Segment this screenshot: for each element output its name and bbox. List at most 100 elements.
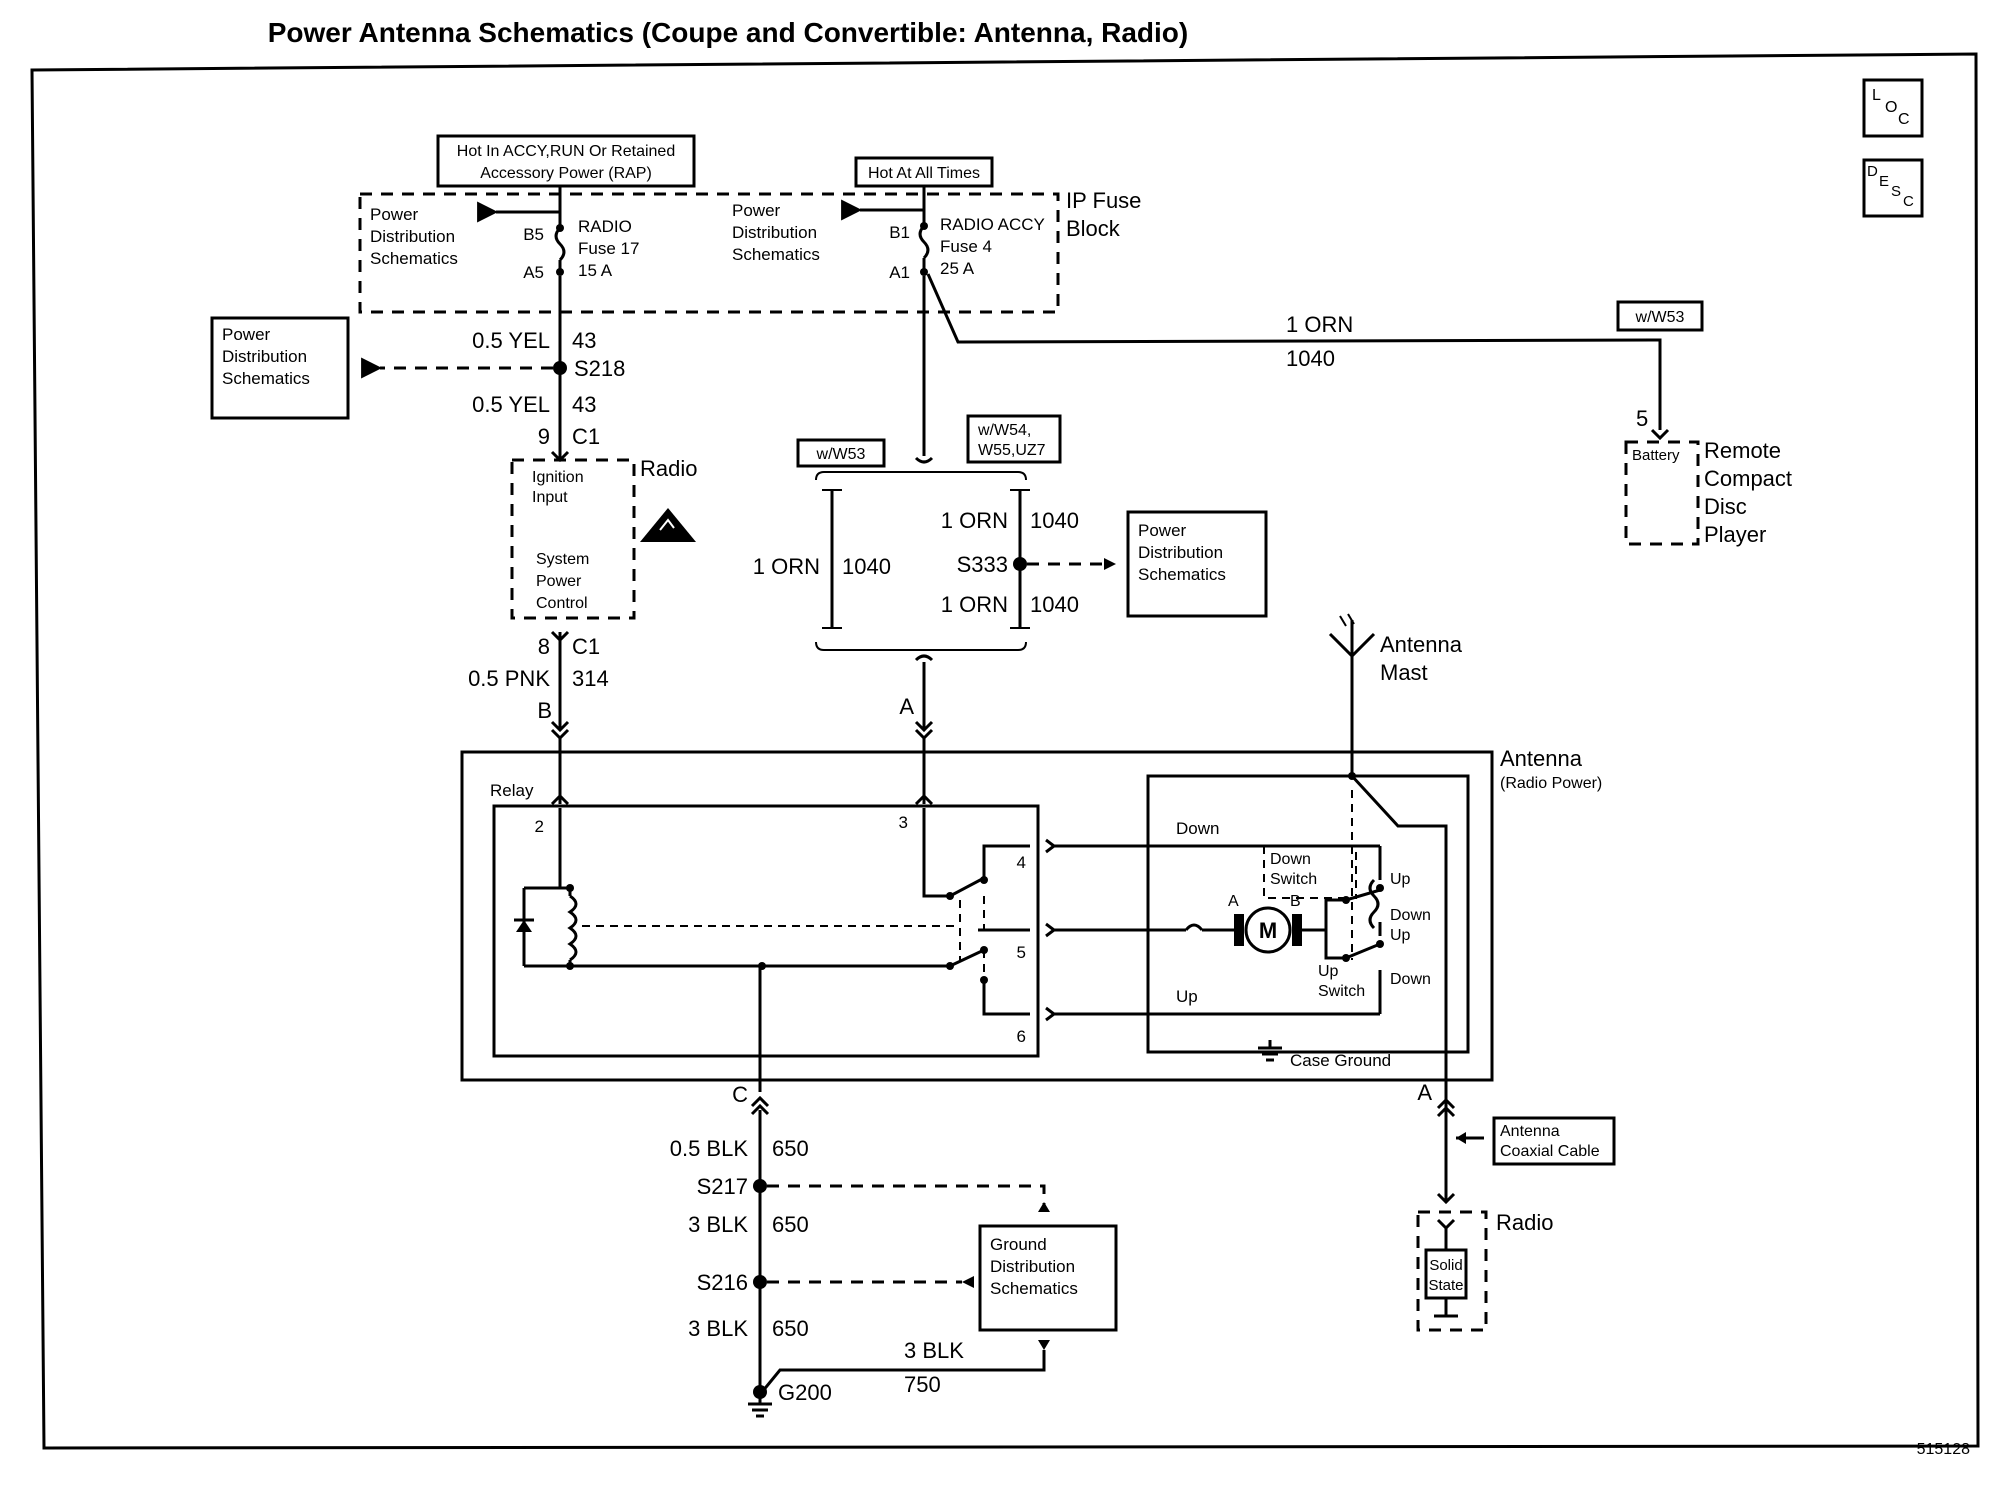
ground-g200-icon: [748, 1392, 772, 1418]
w53-option-box-2: [796, 438, 886, 468]
radio-spc-3: Control: [536, 595, 588, 612]
pds-label-1a: Power: [370, 205, 419, 224]
down-switch-label: Down: [1270, 851, 1311, 868]
gds-label-3: Schematics: [990, 1279, 1078, 1298]
case-ground-icon: [1258, 1040, 1282, 1062]
svg-text:L: L: [1872, 87, 1881, 104]
coax-label-2: Coaxial Cable: [1500, 1143, 1600, 1160]
coax-box: [1492, 1116, 1616, 1166]
yel1-size: 0.5 YEL: [472, 328, 550, 353]
esd-warning-icon: [640, 508, 696, 542]
yel2-circuit: 43: [572, 392, 596, 417]
fuse4-number: Fuse 4: [940, 237, 992, 256]
pds-label-2c: Schematics: [732, 245, 820, 264]
wire-orn-top-circuit: 1040: [1286, 346, 1335, 371]
pds-label-1b: Distribution: [370, 227, 455, 246]
yel2-size: 0.5 YEL: [472, 392, 550, 417]
pds-label-2a: Power: [732, 201, 781, 220]
hot-all-box: [854, 156, 994, 188]
relay-coil: [522, 808, 770, 970]
orn-r1-size: 1 ORN: [941, 508, 1008, 533]
w53-option-label-1: w/W53: [1635, 309, 1685, 326]
blk4-circuit: 750: [904, 1372, 941, 1397]
sw-label-up-1: Up: [1390, 871, 1411, 888]
motor-box: [1146, 774, 1470, 1054]
relay-pin-5: 5: [1017, 943, 1026, 962]
figure-id: 515128: [1917, 1441, 1970, 1458]
hot-accy-label-2: Accessory Power (RAP): [480, 165, 652, 182]
yel1-circuit: 43: [572, 328, 596, 353]
desc-icon[interactable]: D E S C: [1862, 158, 1924, 218]
ip-fuse-block-box: [358, 192, 1060, 314]
orn-left-size: 1 ORN: [753, 554, 820, 579]
down-switch-label-2: Switch: [1270, 871, 1317, 888]
cd-player-battery: Battery: [1632, 447, 1680, 464]
orn-r1-circuit: 1040: [1030, 508, 1079, 533]
c1-top-conn: C1: [572, 424, 600, 449]
pds-box-left: [210, 316, 350, 420]
svg-text:M: M: [1259, 918, 1277, 943]
c1-bot-conn: C1: [572, 634, 600, 659]
antenna-mast-label-2: Mast: [1380, 660, 1428, 685]
fuse17-name: RADIO: [578, 217, 632, 236]
orn-left-circuit: 1040: [842, 554, 891, 579]
motor-down-label: Down: [1176, 819, 1219, 838]
splice-s217: [753, 1179, 767, 1193]
orn-r2-circuit: 1040: [1030, 592, 1079, 617]
conn-b: B: [537, 698, 552, 723]
sw-label-up-2: Up: [1390, 927, 1411, 944]
down-switch-box: [1263, 845, 1357, 899]
w54-option-box: [966, 414, 1062, 464]
antenna-mast-icon: [1328, 613, 1376, 659]
gds-label-2: Distribution: [990, 1257, 1075, 1276]
wire-orn-top-size: 1 ORN: [1286, 312, 1353, 337]
splice-s216: [753, 1275, 767, 1289]
hot-accy-label: Hot In ACCY,RUN Or Retained: [457, 143, 675, 160]
radio2-box: [1416, 1210, 1488, 1332]
w53-option-box-1: [1616, 300, 1704, 332]
relay-pin-2: 2: [535, 817, 544, 836]
pds-box-left-2: Distribution: [222, 347, 307, 366]
pds-label-2b: Distribution: [732, 223, 817, 242]
ip-fuse-block-label-2: Block: [1066, 216, 1121, 241]
up-switch-label-2: Switch: [1318, 983, 1365, 1000]
antenna-label-2: (Radio Power): [1500, 775, 1602, 792]
pds-label-1c: Schematics: [370, 249, 458, 268]
ip-fuse-block-label: IP Fuse: [1066, 188, 1141, 213]
loc-icon[interactable]: L O C: [1862, 78, 1924, 138]
fuse4-rating: 25 A: [940, 259, 975, 278]
radio-ign-1: Ignition: [532, 469, 584, 486]
gds-label-1: Ground: [990, 1235, 1047, 1254]
s216-label: S216: [697, 1270, 748, 1295]
w54-option-label-2: W55,UZ7: [978, 442, 1046, 459]
relay-pin-3: 3: [899, 813, 908, 832]
radio-box: [510, 458, 636, 620]
motor-up-label: Up: [1176, 987, 1198, 1006]
conn-a2: A: [1417, 1080, 1432, 1105]
cd-player-label-1: Remote: [1704, 438, 1781, 463]
svg-text:O: O: [1885, 99, 1897, 116]
solid-state-label-2: State: [1428, 1277, 1463, 1294]
diode-icon: [514, 918, 534, 932]
cd-player-box: [1624, 440, 1700, 546]
coax-label: Antenna: [1500, 1123, 1560, 1140]
fuse17-number: Fuse 17: [578, 239, 639, 258]
conn-a: A: [899, 694, 914, 719]
up-switch-label: Up: [1318, 963, 1339, 980]
blk1-circuit: 650: [772, 1136, 809, 1161]
pds-box-right-3: Schematics: [1138, 565, 1226, 584]
sw-label-down-2: Down: [1390, 971, 1431, 988]
blk3-size: 3 BLK: [688, 1316, 748, 1341]
relay-label: Relay: [490, 781, 534, 800]
pnk-size: 0.5 PNK: [468, 666, 550, 691]
svg-text:D: D: [1867, 163, 1878, 180]
c1-bot-pin: 8: [538, 634, 550, 659]
sw-label-down-1: Down: [1390, 907, 1431, 924]
pds-box-left-1: Power: [222, 325, 271, 344]
g200-label: G200: [778, 1380, 832, 1405]
pds-box-right: [1126, 510, 1268, 618]
cd-player-label-2: Compact: [1704, 466, 1792, 491]
blk1-size: 0.5 BLK: [670, 1136, 749, 1161]
radio-label: Radio: [640, 456, 697, 481]
